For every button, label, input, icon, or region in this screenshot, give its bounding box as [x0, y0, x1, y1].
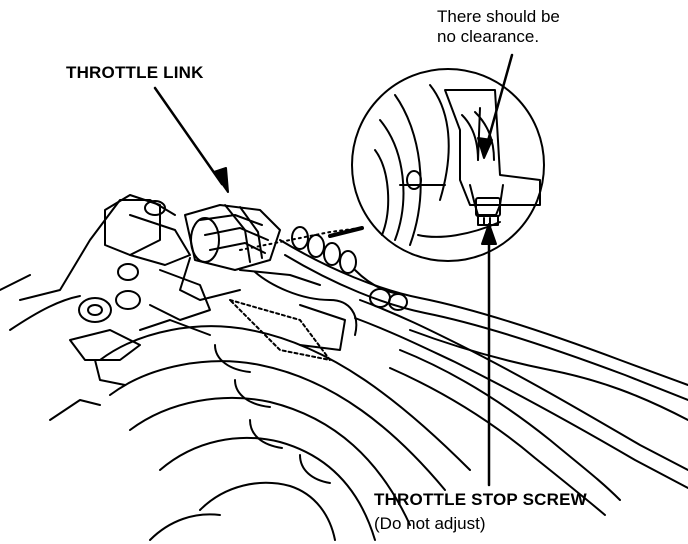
- stop-screw-label: THROTTLE STOP SCREW: [374, 490, 587, 509]
- stop-screw-arrow: [481, 223, 497, 487]
- detail-magnifier: [351, 68, 545, 262]
- clearance-line-2: no clearance.: [437, 26, 540, 46]
- stop-screw-note: (Do not adjust): [374, 514, 486, 533]
- throttle-body: [179, 204, 358, 361]
- throttle-link-arrow: [153, 86, 229, 193]
- clearance-line-1: There should be: [437, 7, 560, 26]
- intake-manifold: [99, 325, 471, 541]
- clearance-callout: There should be no clearance.: [437, 7, 560, 46]
- detail-leader-dots: [239, 227, 361, 251]
- clearance-arrow: [477, 53, 514, 159]
- engine-block: [0, 194, 211, 421]
- throttle-link-label: THROTTLE LINK: [66, 63, 204, 82]
- detail-leader-bar: [328, 226, 364, 238]
- throttle-cables: [279, 226, 688, 516]
